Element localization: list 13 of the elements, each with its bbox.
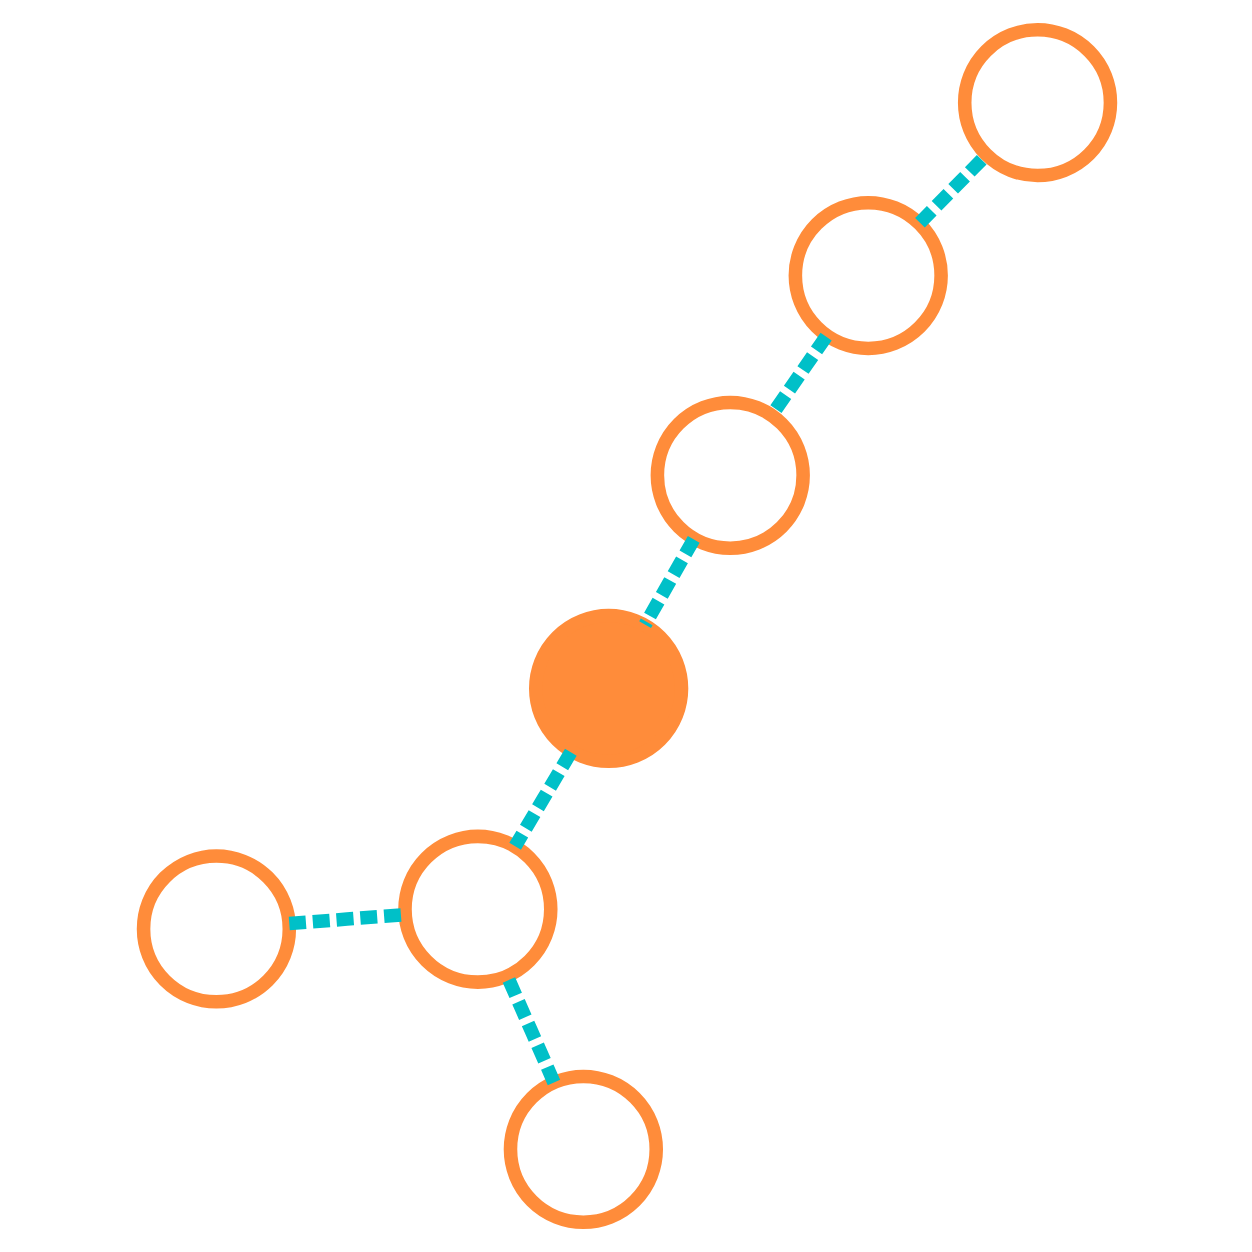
node-circle (502, 1069, 662, 1229)
node-circle (397, 829, 557, 989)
node-circle (649, 395, 809, 555)
node-circle (956, 23, 1117, 183)
node-circle (787, 195, 947, 356)
node-circle (135, 849, 296, 1009)
connector (765, 332, 831, 419)
connector (638, 535, 699, 628)
connector (500, 974, 560, 1086)
connector (508, 748, 576, 850)
node-circle (528, 608, 688, 769)
connector (914, 150, 990, 228)
connector (287, 908, 405, 931)
